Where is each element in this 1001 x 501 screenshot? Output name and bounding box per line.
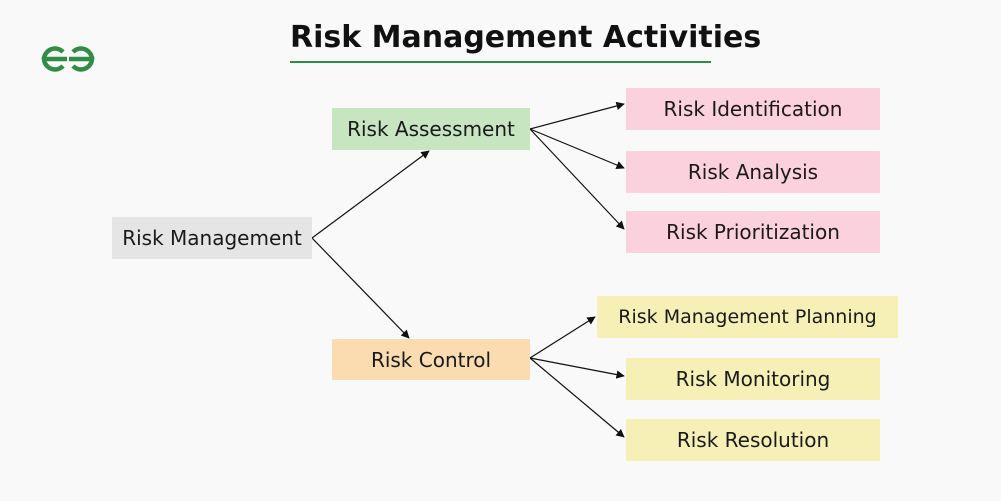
page-title: Risk Management Activities <box>290 20 762 55</box>
node-risk-resolution: Risk Resolution <box>626 419 880 461</box>
arrow-root-to-control <box>311 237 410 339</box>
node-risk-control: Risk Control <box>332 339 530 380</box>
node-risk-identification: Risk Identification <box>626 88 880 130</box>
arrow-control-to-monitoring <box>529 357 625 379</box>
arrow-assessment-to-identification <box>529 101 625 130</box>
node-risk-management-planning: Risk Management Planning <box>597 296 898 338</box>
arrow-assessment-to-prioritization <box>529 128 625 230</box>
node-risk-monitoring: Risk Monitoring <box>626 358 880 400</box>
node-risk-management: Risk Management <box>112 217 312 259</box>
arrow-root-to-assessment <box>311 150 430 239</box>
geeksforgeeks-logo-icon <box>41 46 95 72</box>
node-risk-prioritization: Risk Prioritization <box>626 211 880 253</box>
title-underline <box>290 61 711 63</box>
arrow-control-to-resolution <box>529 357 625 438</box>
node-risk-analysis: Risk Analysis <box>626 151 880 193</box>
arrow-assessment-to-analysis <box>529 128 625 169</box>
arrow-control-to-planning <box>529 316 596 359</box>
node-risk-assessment: Risk Assessment <box>332 108 530 150</box>
